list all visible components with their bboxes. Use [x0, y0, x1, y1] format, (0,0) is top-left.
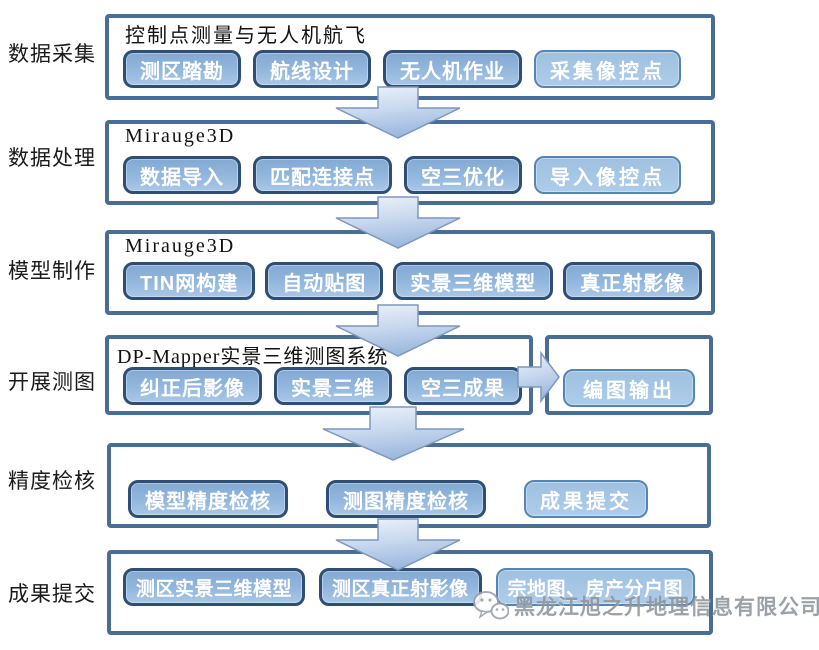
watermark: 黑龙江旭之升地理信息有限公司: [473, 590, 819, 621]
down-arrow-icon: [335, 304, 461, 357]
down-arrow-icon: [322, 406, 465, 461]
down-arrow-icon: [335, 518, 461, 571]
button-uav-operation: 无人机作业: [383, 50, 522, 88]
button-auto-texturing: 自动贴图: [265, 262, 384, 300]
button-model-accuracy-check: 模型精度检核: [128, 480, 288, 518]
button-area-reality-3d-model: 测区实景三维模型: [123, 568, 306, 606]
button-reality-3d-model: 实景三维模型: [393, 262, 554, 300]
stage-label-data-acquisition: 数据采集: [8, 42, 96, 66]
stage-box-data-acquisition: 控制点测量与无人机航飞 测区踏勘 航线设计 无人机作业 采集像控点: [105, 14, 715, 100]
wechat-icon: [473, 591, 509, 620]
watermark-text: 黑龙江旭之升地理信息有限公司: [514, 594, 819, 619]
button-parcel-and-property-maps: 宗地图、房产分户图: [495, 568, 696, 606]
button-reality-3d: 实景三维: [274, 367, 392, 405]
button-data-import: 数据导入: [123, 156, 241, 194]
box-title: 控制点测量与无人机航飞: [125, 25, 367, 47]
button-mapping-accuracy-check: 测图精度检核: [326, 480, 486, 518]
button-site-reconnaissance: 测区踏勘: [123, 50, 241, 88]
stage-label-mapping: 开展测图: [8, 370, 96, 394]
stage-label-data-processing: 数据处理: [8, 146, 96, 170]
button-true-orthophoto: 真正射影像: [563, 262, 703, 300]
stage-box-data-processing: Mirauge3D 数据导入 匹配连接点 空三优化 导入像控点: [105, 120, 715, 205]
button-tin-construction: TIN网构建: [123, 262, 256, 300]
button-results-submission: 成果提交: [524, 480, 648, 518]
button-import-gcp: 导入像控点: [534, 156, 681, 194]
stage-box-mapping: DP-Mapper实景三维测图系统 纠正后影像 实景三维 空三成果: [105, 335, 533, 415]
button-route-design: 航线设计: [253, 50, 371, 88]
box-title: Mirauge3D: [125, 235, 236, 257]
down-arrow-icon: [335, 196, 461, 249]
box-title: DP-Mapper实景三维测图系统: [117, 346, 389, 368]
button-collect-gcp: 采集像控点: [534, 50, 681, 88]
button-match-tie-points: 匹配连接点: [253, 156, 392, 194]
button-map-output: 编图输出: [563, 369, 695, 407]
button-area-true-orthophoto: 测区真正射影像: [319, 568, 482, 606]
down-arrow-icon: [335, 86, 461, 139]
button-at-results: 空三成果: [404, 367, 522, 405]
button-aerial-triangulation-optimization: 空三优化: [404, 156, 522, 194]
stage-label-model-production: 模型制作: [8, 259, 96, 283]
stage-label-accuracy-check: 精度检核: [8, 469, 96, 493]
box-title: Mirauge3D: [125, 125, 236, 147]
stage-label-deliverables: 成果提交: [8, 582, 96, 606]
side-box-map-output: 编图输出: [545, 335, 713, 415]
button-rectified-image: 纠正后影像: [123, 367, 262, 405]
right-arrow-icon: [517, 350, 560, 404]
